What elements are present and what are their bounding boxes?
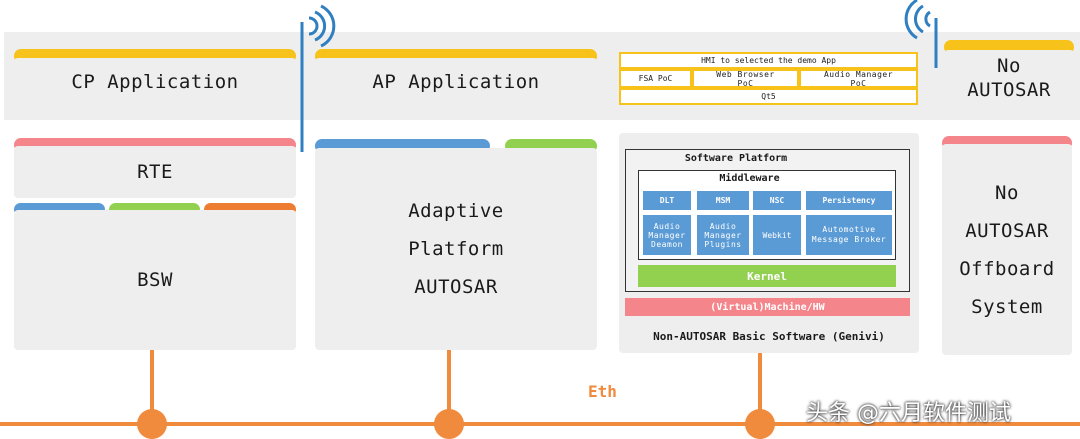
qt5-box[interactable]: Qt5 — [619, 88, 918, 105]
fsa-poc-label: FSA PoC — [638, 74, 673, 83]
antenna-left-wave-2 — [314, 10, 327, 42]
audio-daemon-line3: Deamon — [651, 239, 683, 249]
rte-label: RTE — [137, 161, 173, 183]
fsa-poc-box[interactable]: FSA PoC — [619, 69, 692, 88]
adaptive-bus-node — [434, 409, 464, 439]
bsw-bus-node — [137, 409, 167, 439]
cp-application-label: CP Application — [71, 71, 239, 93]
genivi-bus-node — [745, 409, 775, 439]
no-autosar-top-line2: AUTOSAR — [967, 79, 1051, 101]
antenna-right-wave-2 — [913, 4, 924, 34]
antenna-right-wave-1 — [924, 10, 931, 28]
webkit-box[interactable]: Webkit — [753, 215, 801, 255]
adaptive-line3: AUTOSAR — [414, 276, 498, 298]
genivi-caption: Non-AUTOSAR Basic Software (Genivi) — [619, 327, 919, 345]
audio-manager-poc-label-line1: Audio Manager — [823, 69, 894, 79]
adaptive-platform-box[interactable]: Adaptive Platform AUTOSAR — [315, 148, 597, 350]
adaptive-line2: Platform — [408, 238, 504, 260]
audio-plugins-line3: Plugins — [704, 239, 742, 249]
no-autosar-offboard-box[interactable]: No AUTOSAR Offboard System — [942, 144, 1072, 355]
offboard-line4: System — [971, 295, 1043, 318]
audio-plugins-line2: Manager — [704, 230, 742, 240]
audio-manager-poc-label-line2: PoC — [850, 78, 867, 88]
dlt-label: DLT — [659, 196, 675, 205]
adaptive-line1: Adaptive — [408, 200, 504, 222]
ap-application-box[interactable]: AP Application — [315, 58, 597, 106]
software-platform-title: Software Platform — [684, 153, 788, 164]
no-autosar-top-box[interactable]: No AUTOSAR — [944, 50, 1074, 106]
automotive-message-broker-box[interactable]: Automotive Message Broker — [806, 215, 892, 255]
offboard-line2: AUTOSAR — [965, 219, 1049, 242]
nsc-label: NSC — [769, 196, 785, 205]
persistency-label: Persistency — [822, 196, 876, 205]
hmi-title-box[interactable]: HMI to selected the demo App — [619, 52, 918, 69]
dlt-box[interactable]: DLT — [643, 191, 691, 210]
no-autosar-top-line1: No — [997, 55, 1021, 77]
persistency-box[interactable]: Persistency — [806, 191, 892, 210]
ap-application-label: AP Application — [372, 71, 540, 93]
antenna-left-wave-3 — [320, 4, 336, 48]
audio-plugins-line1: Audio — [709, 221, 737, 231]
rte-box[interactable]: RTE — [14, 146, 296, 198]
antenna-left-wave-1 — [308, 16, 319, 36]
broker-line2: Message Broker — [811, 235, 887, 244]
offboard-line3: Offboard — [959, 257, 1055, 280]
genivi-caption-label: Non-AUTOSAR Basic Software (Genivi) — [653, 329, 885, 343]
web-browser-label-line2: PoC — [737, 78, 754, 88]
kernel-label: Kernel — [747, 269, 787, 283]
bsw-box[interactable]: BSW — [14, 210, 296, 350]
web-browser-poc-box[interactable]: Web Browser PoC — [692, 69, 799, 88]
webkit-label: Webkit — [762, 230, 792, 240]
virtual-machine-hw-label: (Virtual)Machine/HW — [710, 301, 825, 313]
middleware-title: Middleware — [719, 173, 780, 184]
broker-line1: Automotive — [822, 225, 876, 234]
audio-daemon-line2: Manager — [648, 230, 686, 240]
watermark: 头条 @六月软件测试 — [806, 401, 1011, 426]
offboard-line1: No — [995, 181, 1019, 204]
audio-daemon-line1: Audio — [653, 221, 681, 231]
audio-manager-plugins-box[interactable]: Audio Manager Plugins — [697, 215, 749, 255]
hmi-title-label: HMI to selected the demo App — [701, 56, 836, 65]
eth-label: Eth — [588, 382, 617, 401]
cp-application-box[interactable]: CP Application — [14, 58, 296, 106]
web-browser-label-line1: Web Browser — [716, 69, 775, 79]
msm-box[interactable]: MSM — [697, 191, 749, 210]
virtual-machine-hw-box[interactable]: (Virtual)Machine/HW — [625, 298, 910, 316]
kernel-box[interactable]: Kernel — [638, 265, 896, 287]
audio-manager-daemon-box[interactable]: Audio Manager Deamon — [643, 215, 691, 255]
msm-label: MSM — [715, 196, 731, 205]
qt5-label: Qt5 — [761, 92, 776, 101]
antenna-right-wave-3 — [904, 0, 918, 40]
bsw-label: BSW — [137, 269, 173, 291]
nsc-box[interactable]: NSC — [753, 191, 801, 210]
audio-manager-poc-box[interactable]: Audio Manager PoC — [799, 69, 918, 88]
